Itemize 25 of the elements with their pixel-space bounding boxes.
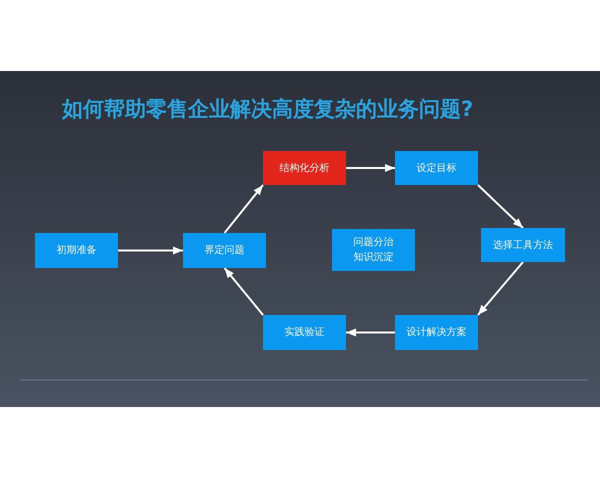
note-box [332, 229, 415, 271]
note-text: 问题分治 [354, 236, 394, 250]
process-box [395, 315, 478, 350]
process-box [183, 233, 266, 268]
highlighted-process-box [263, 151, 346, 185]
arrow [346, 164, 395, 172]
process-box [35, 233, 118, 268]
note-text: 知识沉淀 [354, 250, 394, 265]
step-label: 设计解决方案 [406, 326, 466, 340]
arrow [118, 246, 183, 254]
step-label: 设定目标 [416, 162, 456, 176]
arrow [477, 261, 524, 316]
step-label: 界定问题 [204, 244, 244, 258]
step-label: 选择工具方法 [493, 238, 553, 252]
step-label: 结构化分析 [280, 162, 330, 176]
arrow [477, 184, 524, 229]
step-label: 实践验证 [284, 326, 324, 340]
step-label: 初期准备 [56, 244, 96, 258]
slide-title: 如何帮助零售企业解决高度复杂的业务问题? [62, 97, 474, 122]
process-box [263, 315, 346, 350]
arrow [224, 267, 264, 316]
process-box [481, 228, 565, 262]
process-box [395, 151, 478, 185]
arrow [224, 184, 264, 234]
arrow [346, 328, 395, 336]
